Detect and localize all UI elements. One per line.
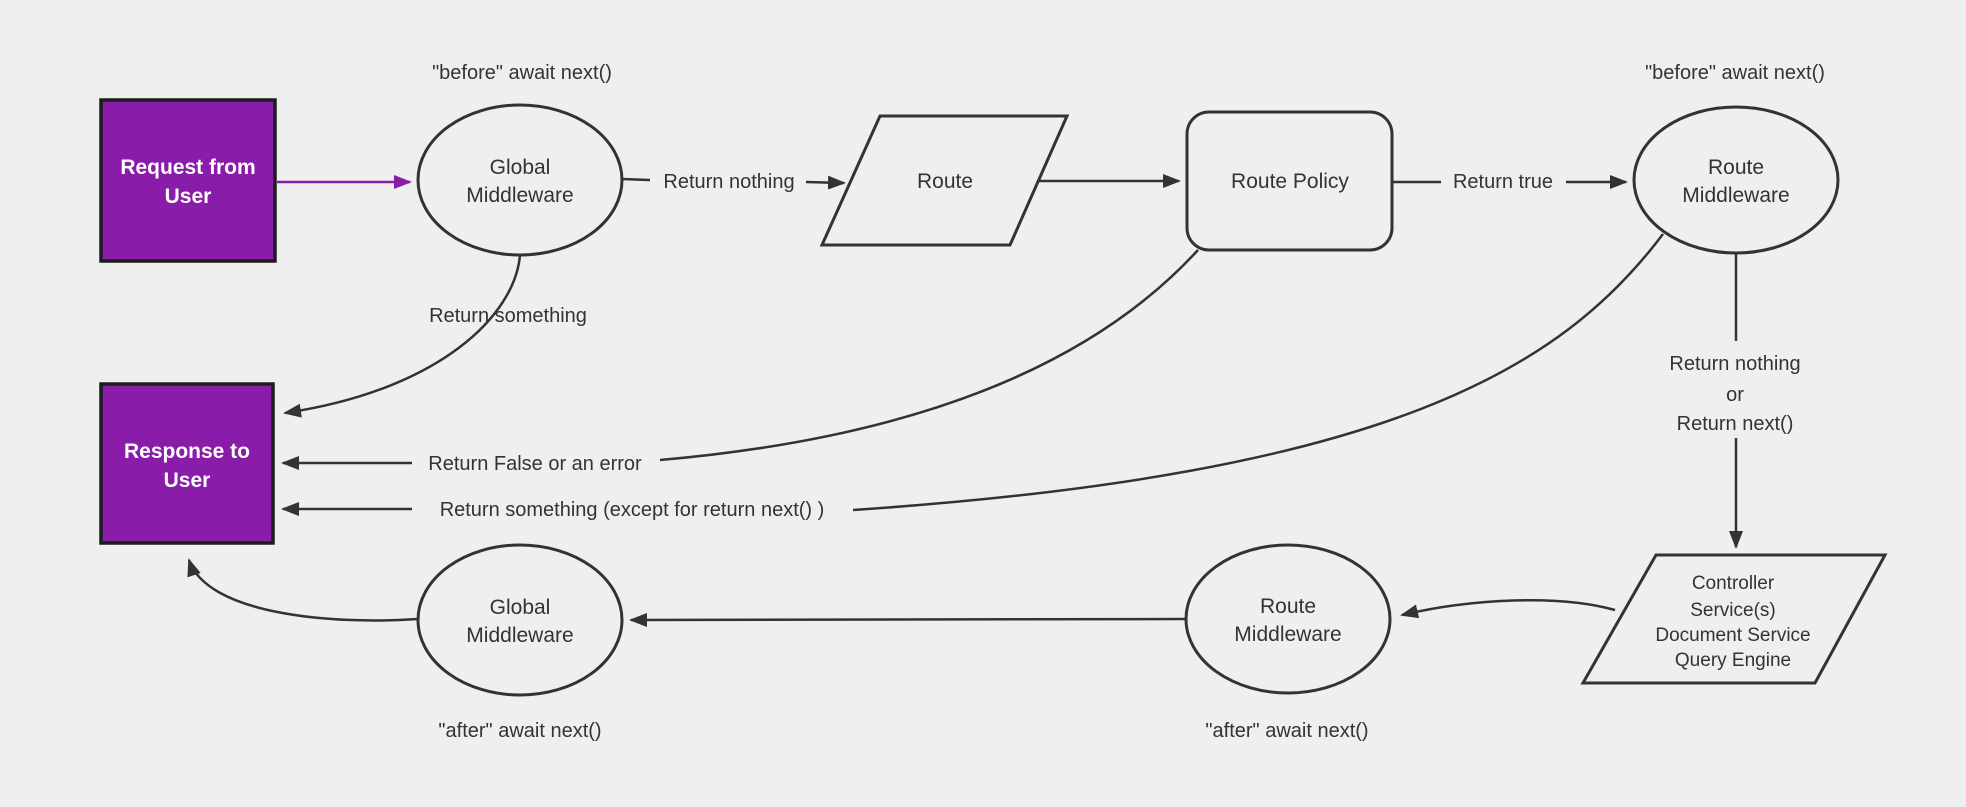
edge-route-mw-bottom-to-global-mw-bottom [629,612,1187,627]
edge-route-mw-to-return-except-label [852,233,1664,512]
node-route-middleware-top [1632,105,1840,255]
label-return-something-except: Return something (except for return next… [440,499,825,521]
node-response-to-user [99,382,275,545]
node-route-policy [1185,110,1394,252]
edge-global-mw-bottom-to-response [187,558,419,622]
global-mw-bottom-line1: Global [490,596,551,619]
global-mw-top-line1: Global [490,156,551,179]
nodes: Request from User Response to User Globa… [99,98,1888,697]
label-return-false-or-error: Return False or an error [428,453,642,475]
label-return-nothing-or-line1: Return nothing [1669,353,1800,375]
node-global-middleware-top [416,103,624,257]
route-label: Route [917,170,973,193]
label-return-true: Return true [1453,171,1553,193]
global-mw-bottom-line2: Middleware [466,624,573,647]
node-global-middleware-bottom [416,543,624,697]
controller-line2: Service(s) [1690,600,1776,621]
label-return-nothing: Return nothing [663,171,794,193]
route-mw-bottom-line2: Middleware [1234,623,1341,646]
controller-line1: Controller [1692,573,1775,594]
label-before-await-left: "before" await next() [432,62,612,84]
edge-global-mw-to-return-nothing [621,177,651,182]
label-return-nothing-or-line3: Return next() [1677,413,1794,435]
response-label-line1: Response to [124,440,250,463]
label-after-await-left: "after" await next() [438,720,601,742]
node-route-middleware-bottom [1184,543,1392,695]
node-controller-services [1580,553,1888,685]
request-label-line2: User [165,185,212,208]
route-mw-top-line1: Route [1708,156,1764,179]
label-return-something: Return something [429,305,587,327]
node-request-from-user [99,98,277,263]
label-before-await-right: "before" await next() [1645,62,1825,84]
edge-global-mw-return-something-to-response [283,254,522,418]
edges [187,174,1743,627]
node-route [819,114,1070,247]
global-mw-top-line2: Middleware [466,184,573,207]
controller-line3: Document Service [1655,625,1810,646]
route-mw-bottom-line1: Route [1260,595,1316,618]
edge-labels: "before" await next() "before" await nex… [428,62,1825,742]
response-label-line2: User [164,469,211,492]
route-policy-label: Route Policy [1231,170,1349,193]
edge-controller-to-route-mw-bottom [1400,598,1616,619]
route-mw-top-line2: Middleware [1682,184,1789,207]
label-after-await-right: "after" await next() [1205,720,1368,742]
controller-line4: Query Engine [1675,650,1791,671]
request-label-line1: Request from [120,156,255,179]
edge-route-policy-to-return-false-label [659,249,1199,462]
edge-return-nothing-to-route [805,175,846,190]
label-return-nothing-or-line2: or [1726,384,1744,406]
